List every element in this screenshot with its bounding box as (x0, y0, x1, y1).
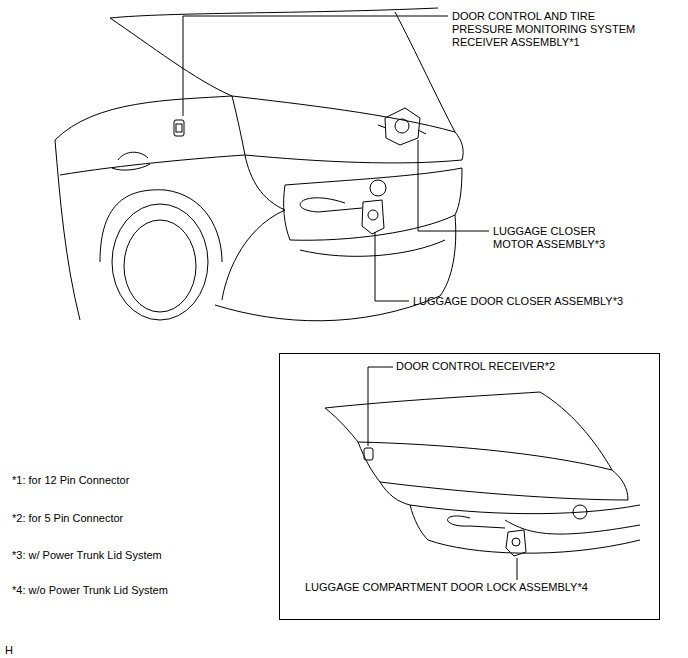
leader-lines (183, 16, 489, 301)
part-name: LUGGAGE DOOR CLOSER ASSEMBLY*3 (413, 295, 623, 308)
car-body (55, 8, 463, 321)
part-name: DOOR CONTROL RECEIVER*2 (396, 360, 555, 373)
footnote: *1: for 12 Pin Connector (12, 474, 129, 487)
inset-parts (364, 448, 526, 556)
inset-panel: DOOR CONTROL RECEIVER*2LUGGAGE COMPARTME… (279, 353, 660, 620)
component-parts (174, 108, 426, 234)
part-name: LUGGAGE CLOSER MOTOR ASSEMBLY*3 (493, 225, 617, 251)
inset-leader-lines (368, 367, 517, 580)
inset-car (325, 392, 640, 553)
footnote: *4: w/o Power Trunk Lid System (12, 584, 168, 597)
figure-code: H (5, 644, 13, 657)
footnote: *3: w/ Power Trunk Lid System (12, 549, 162, 562)
footnote: *2: for 5 Pin Connector (12, 512, 123, 525)
part-name: DOOR CONTROL AND TIRE PRESSURE MONITORIN… (452, 10, 657, 49)
part-name: LUGGAGE COMPARTMENT DOOR LOCK ASSEMBLY*4 (305, 581, 588, 594)
